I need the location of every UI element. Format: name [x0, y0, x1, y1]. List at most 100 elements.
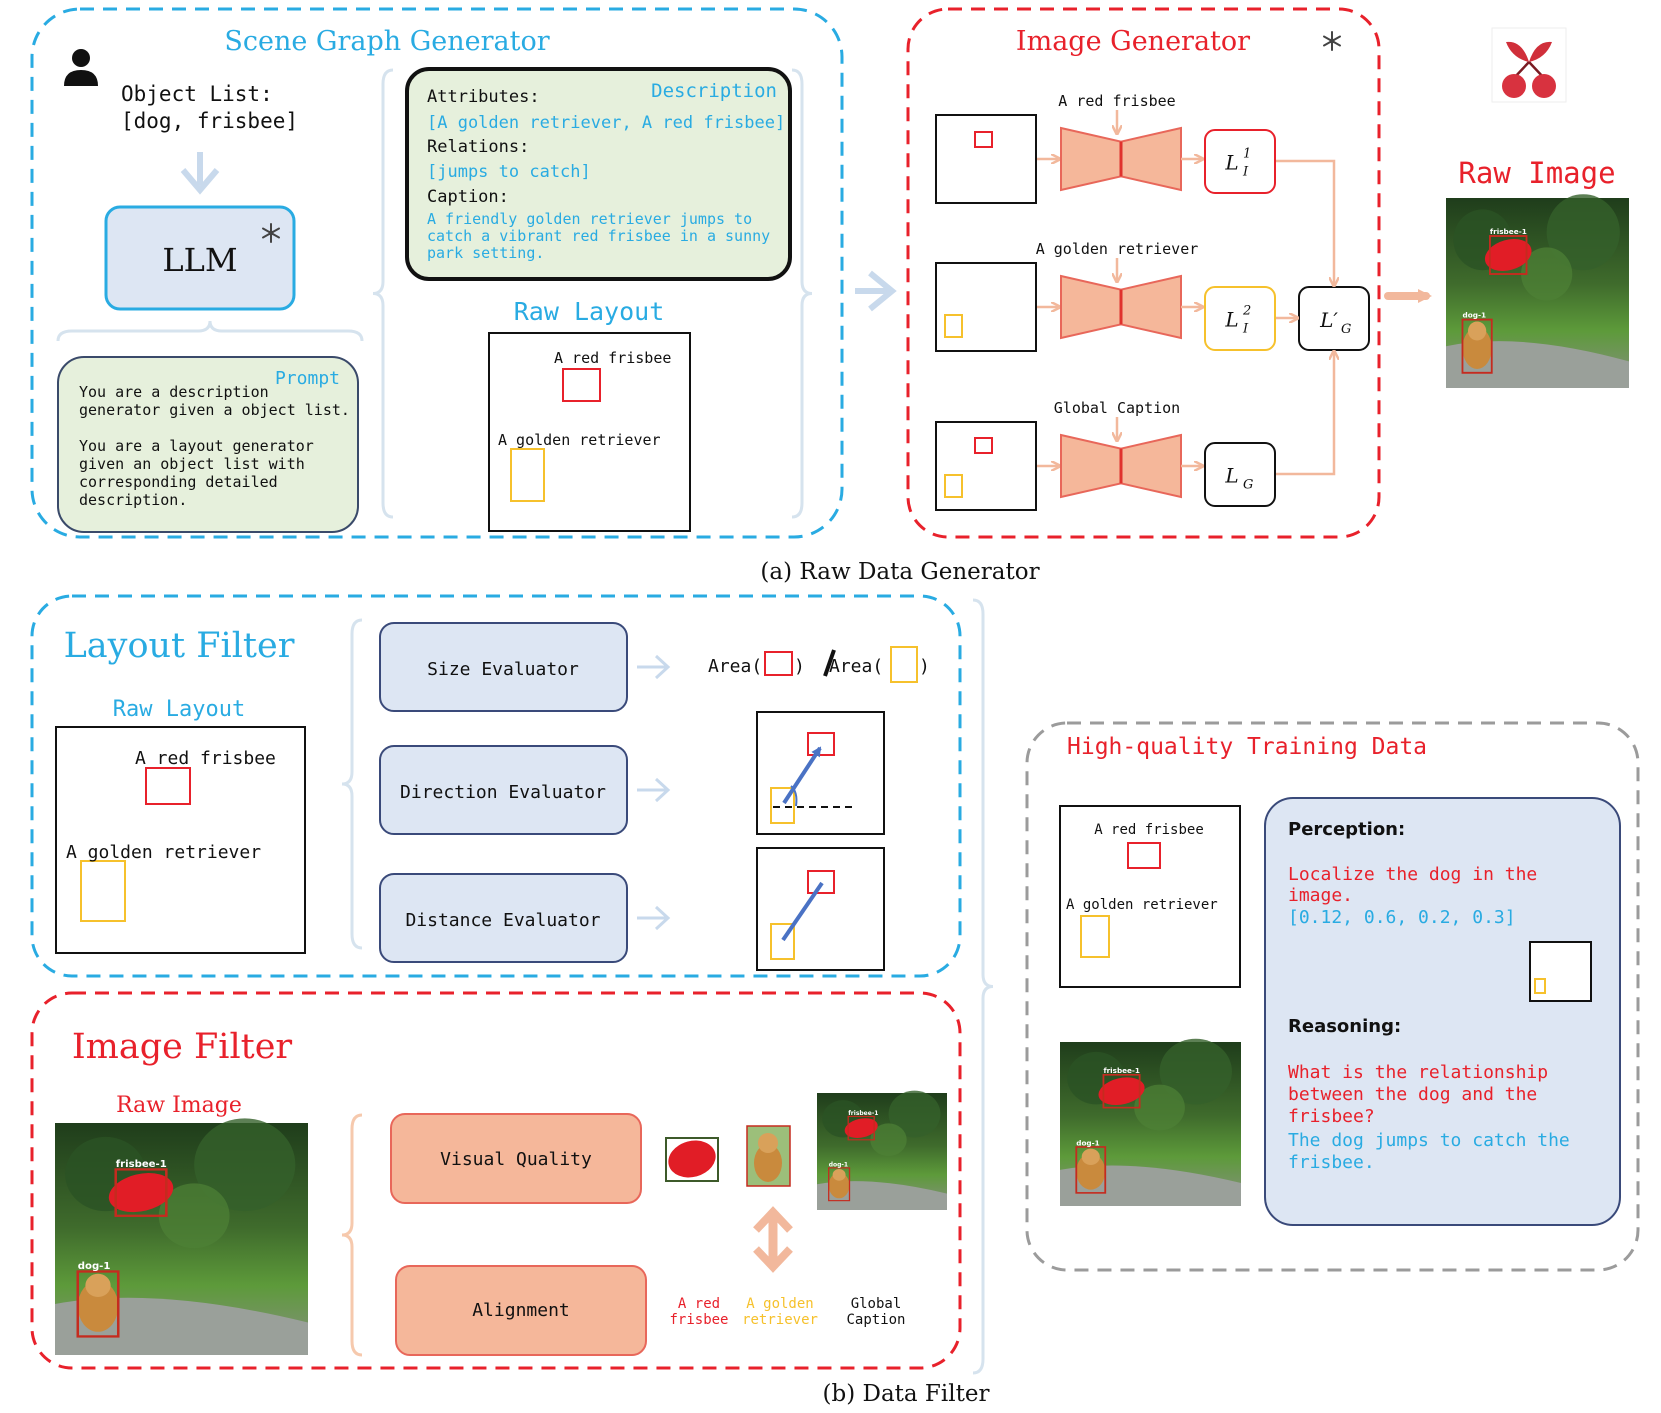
latent-sub: I: [1242, 165, 1249, 180]
direction-diagram: [756, 711, 885, 835]
area-open: Area(: [829, 656, 883, 677]
direction-angle: [790, 785, 798, 807]
brace-left: [372, 68, 394, 519]
caption-a: (a) Raw Data Generator: [760, 559, 1039, 585]
cherry-fruit: [1502, 74, 1526, 98]
evaluator-arrow-head: [654, 654, 671, 680]
raw-layout-title: Raw Layout: [514, 297, 665, 326]
bowtie-right: [1120, 274, 1182, 340]
frisbee-bbox: [562, 368, 601, 402]
down-arrow-head: [180, 168, 220, 195]
layout-label-frisbee: A red frisbee: [554, 349, 671, 367]
evaluator-arrow-head: [654, 905, 671, 931]
perception-answer: [0.12, 0.6, 0.2, 0.3]: [1288, 907, 1516, 928]
evaluator-box: [379, 622, 628, 712]
area-close: ): [794, 656, 805, 677]
combined-latent-sub: G: [1341, 322, 1351, 337]
photo-tag: dog-1: [829, 1162, 848, 1169]
generator-bowtie: [1060, 433, 1182, 499]
visual-quality-box: [390, 1113, 642, 1204]
raw-image-title: Raw Image: [1458, 156, 1615, 190]
perception-question: Localize the dog in the: [1288, 864, 1537, 885]
area-yellow-box: [890, 646, 918, 683]
distance-frisbee: [807, 870, 835, 894]
photo-tag: dog-1: [1462, 311, 1486, 320]
photo-tag: dog-1: [78, 1261, 111, 1272]
photo-tag: dog-1: [1076, 1138, 1099, 1147]
description-tag: Description: [651, 80, 777, 102]
reasoning-heading: Reasoning:: [1288, 1016, 1401, 1037]
user-icon: [64, 49, 98, 86]
alignment-caption: frisbee: [669, 1312, 728, 1328]
cherry-fruit: [1532, 74, 1556, 98]
branch-caption: A golden retriever: [1036, 240, 1199, 258]
alignment-caption: A golden: [746, 1296, 813, 1312]
attributes-value: [A golden retriever, A red frisbee]: [427, 113, 785, 133]
user-icon-head: [72, 49, 90, 67]
training-label-retriever: A golden retriever: [1066, 897, 1218, 913]
dog-crop-head: [758, 1133, 778, 1153]
image-generator-title: Image Generator: [1016, 26, 1250, 57]
frisbee-crop: [668, 1140, 716, 1178]
reasoning-question: between the dog and the: [1288, 1084, 1537, 1105]
latent-sub: I: [1242, 322, 1249, 337]
distance-line: [781, 881, 824, 942]
prompt-tag: Prompt: [275, 368, 340, 389]
latent-label: L: [1224, 464, 1238, 488]
double-arrow-head: [753, 1206, 793, 1233]
image-filter-photo: [53, 1117, 310, 1357]
area-red-box: [764, 651, 793, 676]
distance-diagram: [756, 847, 885, 971]
image-filter-raw-title: Raw Image: [116, 1093, 242, 1118]
llm-box: [104, 205, 296, 311]
layout-filter-raw-box: [55, 726, 306, 954]
reasoning-question: What is the relationship: [1288, 1062, 1548, 1083]
latent-sup: 1: [1243, 147, 1251, 162]
description-box: [405, 67, 792, 281]
bowtie-left: [1060, 126, 1122, 192]
training-data-frame: [1025, 721, 1640, 1272]
mini-frisbee-bbox: [974, 131, 993, 148]
prompt-line: given an object list with: [79, 455, 305, 473]
caption-line: park setting.: [427, 244, 544, 262]
layout-filter-title: Layout Filter: [64, 626, 295, 666]
training-label-frisbee: A red frisbee: [1094, 822, 1204, 838]
retriever-bbox: [510, 448, 545, 502]
condition-box: [935, 114, 1037, 204]
mini-frisbee-bbox: [974, 437, 993, 454]
photo-tag: frisbee-1: [116, 1159, 167, 1170]
merge-arrow: [1276, 159, 1334, 284]
caption-line: A friendly golden retriever jumps to: [427, 210, 752, 228]
latent-sup: 2: [1242, 304, 1251, 319]
prompt-line: generator given a object list.: [79, 401, 350, 419]
prompt-line: You are a layout generator: [79, 437, 314, 455]
training-retriever-bbox: [1080, 915, 1110, 958]
frisbee-crop-frame: [665, 1137, 719, 1182]
double-arrow-head: [753, 1246, 793, 1273]
filter-retriever-bbox: [80, 860, 126, 922]
brace-right: [791, 68, 813, 519]
photo-tag: frisbee-1: [1490, 227, 1527, 236]
latent-label: L: [1224, 151, 1238, 175]
layout-label-retriever: A golden retriever: [498, 431, 661, 449]
perception-mini-box: [1529, 941, 1592, 1002]
relations-label: Relations:: [427, 137, 529, 157]
alignment-box: [395, 1265, 647, 1356]
latent-box: [1204, 129, 1276, 194]
branch-caption: A red frisbee: [1058, 92, 1175, 110]
direction-arrow: [782, 746, 822, 805]
object-list-label: Object List:: [121, 82, 273, 106]
branch-caption: Global Caption: [1054, 399, 1180, 417]
evaluator-box: [379, 745, 628, 835]
bowtie-right: [1120, 126, 1182, 192]
qa-panel: [1264, 797, 1621, 1226]
scene-graph-frame: [30, 7, 844, 539]
area-divide: [823, 649, 836, 677]
cherry-leaf: [1529, 41, 1552, 62]
distance-retriever: [770, 923, 795, 960]
prompt-line: description.: [79, 491, 187, 509]
evaluator-label: Direction Evaluator: [400, 782, 606, 803]
image-filter-title: Image Filter: [72, 1027, 293, 1067]
mini-retriever-bbox: [944, 314, 963, 338]
